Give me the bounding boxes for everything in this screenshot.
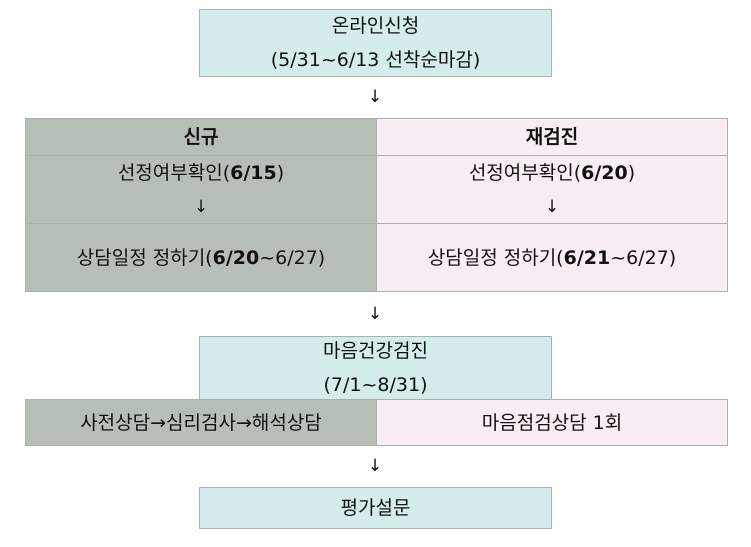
recheck-schedule-text: 상담일정 정하기(6/21~6/27) — [427, 246, 677, 269]
mental-checkup-title: 마음건강검진 — [323, 340, 428, 362]
down-arrow-icon: ↓ — [367, 456, 383, 476]
recheck-confirm-text: 선정여부확인(6/20) — [468, 161, 636, 184]
recheck-process-text: 마음점검상담 1회 — [481, 411, 623, 434]
down-arrow-icon: ↓ — [367, 87, 383, 107]
new-process-cell: 사전상담→심리검사→해석상담 — [25, 399, 377, 446]
recheck-header-cell: 재검진 — [376, 118, 728, 156]
survey-box: 평가설문 — [199, 487, 552, 529]
online-application-title: 온라인신청 — [331, 15, 420, 37]
recheck-confirm-cell: 선정여부확인(6/20) ↓ — [376, 155, 728, 224]
survey-title: 평가설문 — [340, 497, 411, 519]
mental-checkup-period: (7/1~8/31) — [323, 374, 428, 396]
recheck-schedule-cell: 상담일정 정하기(6/21~6/27) — [376, 223, 728, 292]
new-schedule-text: 상담일정 정하기(6/20~6/27) — [76, 246, 326, 269]
mental-checkup-box: 마음건강검진 (7/1~8/31) — [199, 336, 552, 400]
online-application-box: 온라인신청 (5/31~6/13 선착순마감) — [199, 9, 552, 77]
down-arrow-icon: ↓ — [367, 304, 383, 324]
down-arrow-icon: ↓ — [544, 196, 560, 217]
new-header: 신규 — [183, 126, 219, 148]
new-confirm-cell: 선정여부확인(6/15) ↓ — [25, 155, 377, 224]
online-application-period: (5/31~6/13 선착순마감) — [270, 49, 481, 71]
new-schedule-cell: 상담일정 정하기(6/20~6/27) — [25, 223, 377, 292]
new-confirm-text: 선정여부확인(6/15) — [117, 161, 285, 184]
new-header-cell: 신규 — [25, 118, 377, 156]
recheck-process-cell: 마음점검상담 1회 — [376, 399, 728, 446]
recheck-header: 재검진 — [525, 126, 579, 148]
new-process-text: 사전상담→심리검사→해석상담 — [80, 411, 322, 434]
down-arrow-icon: ↓ — [193, 196, 209, 217]
